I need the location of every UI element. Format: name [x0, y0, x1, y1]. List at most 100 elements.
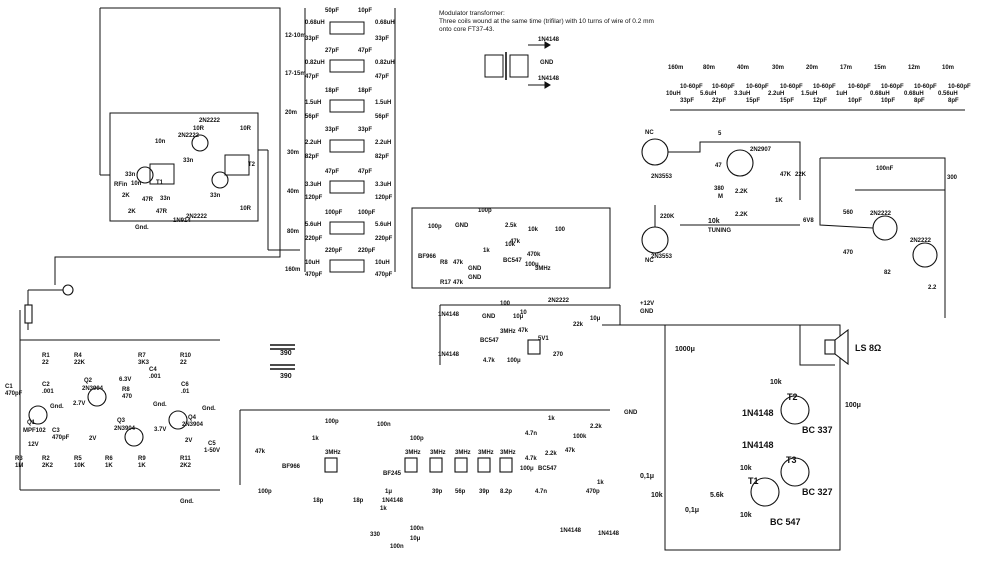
svg-text:R9: R9 — [138, 456, 146, 462]
svg-text:C1: C1 — [5, 384, 13, 390]
pa-q1 — [872, 215, 898, 241]
svg-text:3MHz: 3MHz — [478, 450, 494, 456]
mixer-feed-wire — [54, 7, 281, 285]
svg-text:47: 47 — [715, 163, 722, 169]
band-label-12-10m: 12-10m — [285, 33, 306, 39]
svg-text:390: 390 — [280, 350, 292, 357]
svg-text:470pF: 470pF — [305, 272, 323, 278]
svg-text:47k: 47k — [565, 448, 576, 454]
band-top-20m: 20m — [806, 65, 818, 71]
svg-text:220K: 220K — [660, 214, 675, 220]
svg-text:R17: R17 — [440, 280, 452, 286]
svg-text:R2: R2 — [42, 456, 50, 462]
svg-text:47pF: 47pF — [375, 74, 389, 80]
svg-text:0,1μ: 0,1μ — [640, 473, 654, 480]
svg-text:100p: 100p — [428, 224, 442, 230]
svg-text:Q4: Q4 — [188, 415, 197, 421]
svg-text:10n: 10n — [155, 139, 166, 145]
svg-text:0.68uH: 0.68uH — [375, 20, 395, 26]
svg-text:1N4148: 1N4148 — [560, 528, 582, 534]
svg-text:100p: 100p — [478, 208, 492, 214]
filter-row-4: 30m 33pF 33pF 2.2uH 82pF 82pF 2.2uH — [287, 127, 391, 160]
band-top-80m: 80m — [703, 65, 715, 71]
svg-text:R11: R11 — [180, 456, 191, 462]
svg-text:3MHz: 3MHz — [405, 450, 421, 456]
vfo-section: NC NC 2N3553 2N3553 2N2907 47 5 380 M 2.… — [641, 130, 946, 318]
svg-text:10pF: 10pF — [358, 8, 372, 14]
svg-text:33pF: 33pF — [305, 36, 319, 42]
svg-text:8pF: 8pF — [914, 98, 925, 104]
svg-text:BC547: BC547 — [538, 466, 557, 472]
svg-text:10-60pF: 10-60pF — [780, 84, 803, 90]
osc-q4-symbol — [168, 410, 188, 430]
svg-text:2.2k: 2.2k — [590, 424, 602, 430]
svg-text:1-50V: 1-50V — [204, 448, 220, 454]
band-label-160m: 160m — [285, 267, 300, 273]
svg-text:2.2uH: 2.2uH — [375, 140, 391, 146]
vfo-q3 — [726, 149, 754, 177]
svg-text:10k: 10k — [528, 227, 539, 233]
svg-text:1K: 1K — [138, 463, 146, 469]
mixer-gnd: Gnd. — [135, 225, 149, 231]
svg-text:10-60pF: 10-60pF — [813, 84, 836, 90]
svg-text:47k: 47k — [510, 239, 521, 245]
svg-text:100μ: 100μ — [525, 262, 539, 268]
audio-t3-symbol — [780, 457, 810, 487]
svg-text:100n: 100n — [410, 526, 424, 532]
svg-text:100pF: 100pF — [358, 210, 376, 216]
svg-text:0.56uH: 0.56uH — [938, 91, 958, 97]
band-top-160m: 160m — [668, 65, 683, 71]
svg-text:10k: 10k — [651, 492, 663, 499]
filter-row-7: 160m 220pF 220pF 10uH 470pF 470pF 10uH — [285, 248, 393, 278]
svg-text:3MHz: 3MHz — [500, 329, 516, 335]
speaker-icon — [824, 339, 836, 355]
svg-text:Q1: Q1 — [27, 420, 36, 426]
svg-text:10uH: 10uH — [375, 260, 390, 266]
svg-text:3MHz: 3MHz — [535, 266, 551, 272]
svg-text:22k: 22k — [573, 322, 584, 328]
svg-text:BC547: BC547 — [480, 338, 499, 344]
band-col-10m: 10m 0.56uH 10-60pF 8pF — [938, 65, 971, 104]
svg-text:10uH: 10uH — [666, 91, 681, 97]
svg-text:22: 22 — [180, 360, 187, 366]
svg-text:300: 300 — [947, 175, 958, 181]
svg-text:470pF: 470pF — [5, 391, 23, 397]
transformer-gnd: GND — [540, 60, 554, 66]
svg-text:100k: 100k — [573, 434, 587, 440]
svg-text:2.2k: 2.2k — [545, 451, 557, 457]
svg-text:27pF: 27pF — [325, 48, 339, 54]
svg-text:BC 547: BC 547 — [770, 517, 801, 527]
svg-text:10-60pF: 10-60pF — [948, 84, 971, 90]
svg-text:47R: 47R — [142, 197, 154, 203]
band-col-30m: 30m 2.2uH 10-60pF 15pF — [768, 65, 803, 104]
svg-text:39p: 39p — [479, 489, 490, 495]
svg-text:100μ: 100μ — [520, 466, 534, 472]
svg-text:1N4148: 1N4148 — [382, 498, 404, 504]
band-top-15m: 15m — [874, 65, 886, 71]
svg-text:1k: 1k — [483, 248, 490, 254]
band-col-15m: 15m 0.68uH 10-60pF 10pF — [870, 65, 904, 104]
svg-text:C6: C6 — [181, 382, 189, 388]
svg-text:470pF: 470pF — [52, 435, 70, 441]
filter-row-5: 40m 47pF 47pF 3.3uH 120pF 120pF 3.3uH — [287, 169, 393, 201]
svg-text:0.82uH: 0.82uH — [375, 60, 395, 66]
svg-text:10K: 10K — [74, 463, 86, 469]
antenna-connector-icon — [62, 284, 74, 296]
svg-text:R8: R8 — [440, 260, 448, 266]
band-label-40m: 40m — [287, 189, 299, 195]
svg-text:10pF: 10pF — [848, 98, 862, 104]
svg-text:BC 327: BC 327 — [802, 487, 833, 497]
svg-text:3K3: 3K3 — [138, 360, 150, 366]
rx-chain: BF966 BF245 BC547 3MHz 3MHz 3MHz 3MHz 3M… — [239, 344, 638, 550]
vfo-q1 — [641, 138, 669, 166]
svg-text:+12V: +12V — [640, 301, 654, 307]
svg-text:100pF: 100pF — [325, 210, 343, 216]
svg-text:100n: 100n — [390, 544, 404, 550]
svg-text:1K: 1K — [105, 463, 113, 469]
svg-text:50pF: 50pF — [325, 8, 339, 14]
svg-text:82: 82 — [884, 270, 891, 276]
svg-text:1K: 1K — [775, 198, 783, 204]
svg-text:120pF: 120pF — [305, 195, 323, 201]
svg-text:3MHz: 3MHz — [500, 450, 516, 456]
